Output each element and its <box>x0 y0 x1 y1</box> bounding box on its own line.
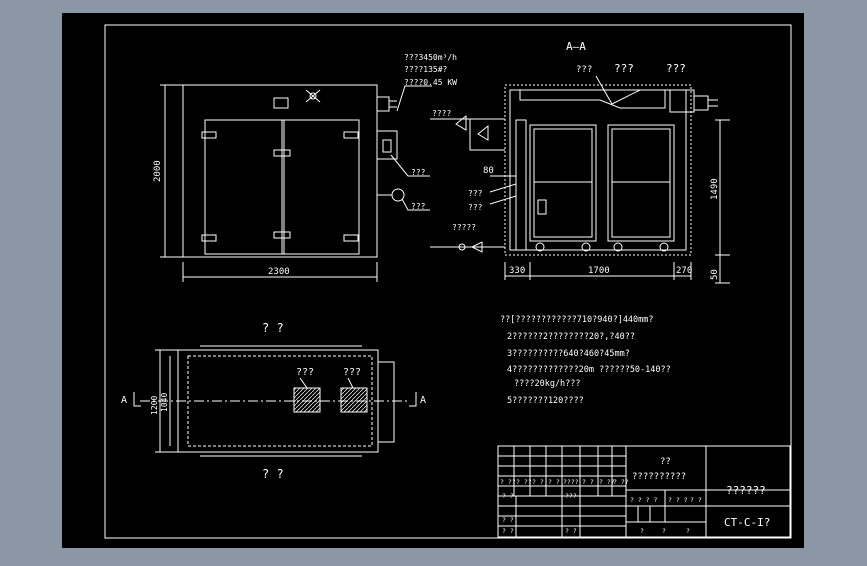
valve-label: ????? <box>452 223 476 232</box>
vent-window <box>273 97 289 109</box>
note-5: 5???????120???? <box>507 396 584 406</box>
dim-width-2300: 2300 <box>268 267 290 277</box>
dim-height-2000: 2000 <box>153 160 163 182</box>
oven-body-front <box>182 84 378 258</box>
tb-r1-c8: ? ?? <box>613 478 629 486</box>
tb-r1-c5: ???? <box>563 478 579 486</box>
latch-center-top <box>273 149 291 157</box>
section-mark-right: A <box>420 395 426 406</box>
tb-scale-1: ? ? ? ? <box>630 496 657 504</box>
trolley-right <box>607 124 675 242</box>
tb-scale-3: ? ? <box>690 496 702 504</box>
motor-spec-2: ????135#? <box>404 65 448 74</box>
front-label-b: ??? <box>411 202 426 211</box>
tb-r1-c3: ? ? <box>532 478 544 486</box>
section-label-side-2: ??? <box>468 203 483 212</box>
tb-r1-c6: ? ? <box>582 478 594 486</box>
note-4-cont: ????20kg/h??? <box>514 379 581 389</box>
note-2: 2??????2????????20?,?40?? <box>507 332 635 342</box>
heater-box-2 <box>340 387 368 413</box>
note-4: 4?????????????20m ??????50-140?? <box>507 365 671 375</box>
dim-330: 330 <box>509 266 525 276</box>
tb-r5-c1: ? ? <box>502 516 514 524</box>
dim-50: 50 <box>710 269 720 280</box>
tb-r6-c1: ? ? <box>502 527 514 535</box>
tb-design-label: ?? <box>660 457 671 467</box>
drawing-border <box>104 24 792 539</box>
motor-section <box>693 95 709 111</box>
section-mark-left: A <box>121 395 127 406</box>
section-title: A—A <box>566 40 586 53</box>
front-label-a: ??? <box>411 168 426 177</box>
hinge-right-top <box>343 131 359 139</box>
plan-view <box>133 345 417 457</box>
section-label-top-left: ??? <box>576 65 592 75</box>
motor-front <box>376 96 390 112</box>
tb-r6-c2: ? ? <box>565 527 577 535</box>
section-label-top-right: ??? <box>666 62 686 75</box>
section-label-top-mid: ??? <box>614 62 634 75</box>
tb-scale-2: ? ? ? <box>668 496 688 504</box>
tb-r1-c7: ? ?? <box>599 478 615 486</box>
plan-bottom-title: ? ? <box>262 467 284 481</box>
tb-r1-c1: ? ?? <box>500 478 516 486</box>
drawing-sheet <box>62 13 804 548</box>
tb-drawing-number: CT-C-I? <box>724 516 770 529</box>
label-80: 80 <box>483 166 494 176</box>
note-1: ??[????????????710?940?]440mm? <box>500 315 654 325</box>
tb-sheet-1: ? <box>640 527 644 535</box>
tb-sheet-3: ? <box>686 527 690 535</box>
front-view <box>160 84 432 282</box>
motor-spec-1: ???3450m³/h <box>404 53 457 62</box>
dim-1700: 1700 <box>588 266 610 276</box>
section-view <box>430 75 730 284</box>
hinge-left-bottom <box>201 234 217 242</box>
trolley-left <box>529 124 597 242</box>
title-block <box>497 445 791 538</box>
tb-drawing-name: ?????? <box>726 484 766 497</box>
tb-r4-c1: ? ? <box>502 492 514 500</box>
tb-r1-c2: ? ?? <box>516 478 532 486</box>
plan-title: ? ? <box>262 321 284 335</box>
tb-design-title: ?????????? <box>632 472 686 482</box>
tb-r4-c2: ??? <box>565 492 577 500</box>
dim-270: 270 <box>676 266 692 276</box>
dim-1200: 1200 <box>150 396 159 415</box>
plan-label-box1: ??? <box>296 367 314 378</box>
oven-shell-section <box>504 84 692 256</box>
hinge-left-top <box>201 131 217 139</box>
hinge-right-bottom <box>343 234 359 242</box>
control-panel <box>376 130 398 160</box>
heater-box-1 <box>293 387 321 413</box>
fan-icon <box>305 89 321 103</box>
tb-r1-c4: ? ? <box>548 478 560 486</box>
pipe-label: ???? <box>432 109 451 118</box>
latch-center-bottom <box>273 231 291 239</box>
tb-sheet-2: ? <box>662 527 666 535</box>
note-3: 3??????????640?460?45mm? <box>507 349 630 359</box>
dim-1490: 1490 <box>710 178 720 200</box>
motor-spec-3: ????0.45 KW <box>404 78 457 87</box>
dim-1040: 1040 <box>160 393 169 412</box>
plan-label-box2: ??? <box>343 367 361 378</box>
section-label-side-1: ??? <box>468 189 483 198</box>
